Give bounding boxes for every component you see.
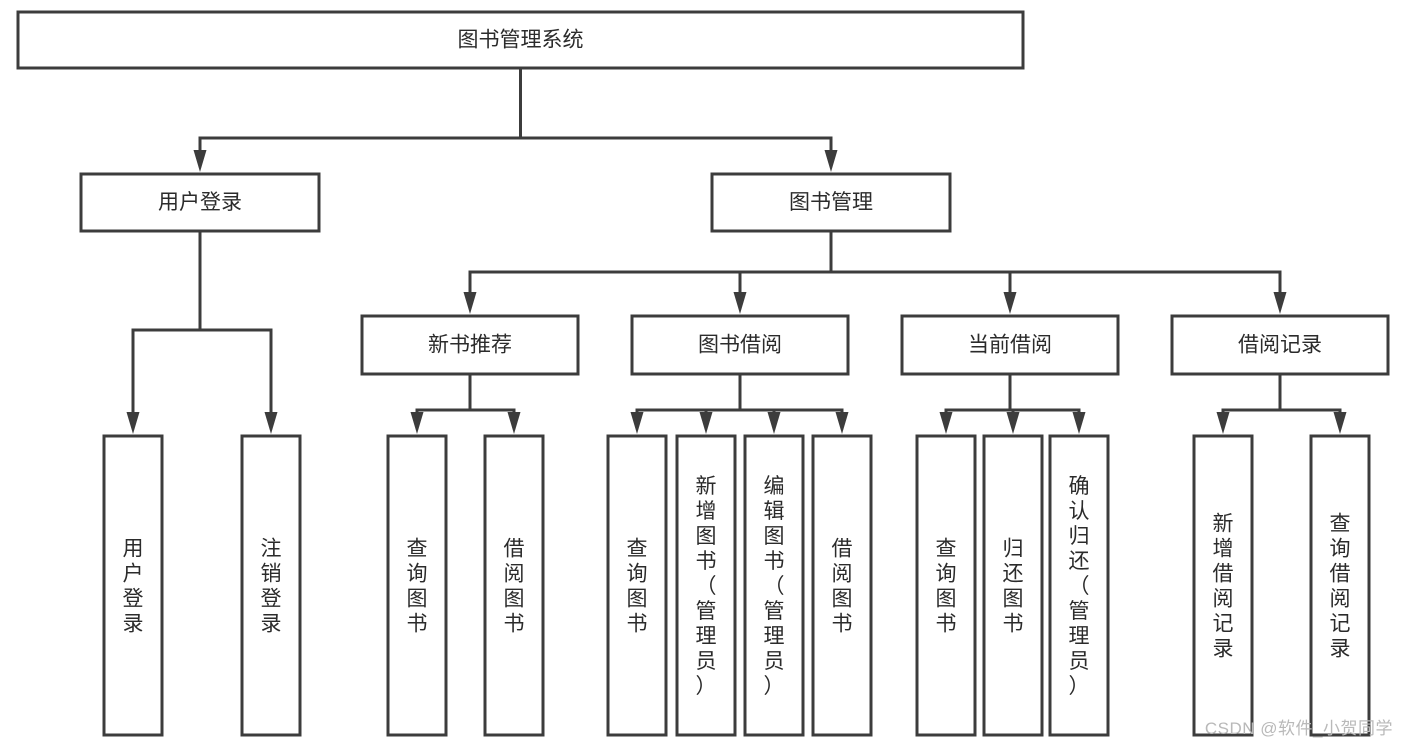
nodes-layer: 图书管理系统用户登录图书管理新书推荐图书借阅当前借阅借阅记录用户登录注销登录查询…: [16, 10, 1390, 737]
arrow-head: [1003, 292, 1017, 314]
node-label: 借阅图书: [832, 538, 853, 636]
node-box[interactable]: [1170, 314, 1390, 376]
node-label: 用户登录: [123, 538, 144, 636]
node-label: 查询图书: [627, 538, 648, 636]
leaf-node[interactable]: 新增借阅记录: [1192, 434, 1254, 737]
node-label: 借阅图书: [504, 538, 525, 636]
node-label: 当前借阅: [968, 334, 1052, 357]
node-box[interactable]: [483, 434, 545, 737]
arrow-head: [1216, 412, 1230, 434]
node-box[interactable]: [102, 434, 164, 737]
node-label: 图书管理系统: [458, 29, 584, 52]
node-label: 确认归还（管理员）: [1069, 475, 1090, 698]
node-box[interactable]: [675, 434, 737, 737]
level3-node[interactable]: 新书推荐: [360, 314, 580, 376]
leaf-node[interactable]: 借阅图书: [483, 434, 545, 737]
node-box[interactable]: [606, 434, 668, 737]
node-box[interactable]: [982, 434, 1044, 737]
node-box[interactable]: [630, 314, 850, 376]
level2-node[interactable]: 图书管理: [710, 172, 952, 233]
node-box[interactable]: [16, 10, 1025, 70]
leaf-node[interactable]: 查询借阅记录: [1309, 434, 1371, 737]
node-label: 用户登录: [158, 191, 242, 214]
arrow-head: [835, 412, 849, 434]
arrow-head: [126, 412, 140, 434]
arrow-head: [733, 292, 747, 314]
node-label: 编辑图书（管理员）: [764, 475, 785, 698]
node-label: 图书管理: [789, 191, 873, 214]
node-label: 查询借阅记录: [1330, 513, 1351, 661]
arrow-head: [699, 412, 713, 434]
leaf-node[interactable]: 新增图书（管理员）: [675, 434, 737, 737]
arrow-head: [1333, 412, 1347, 434]
node-box[interactable]: [915, 434, 977, 737]
arrow-head: [1273, 292, 1287, 314]
leaf-node[interactable]: 注销登录: [240, 434, 302, 737]
leaf-node[interactable]: 归还图书: [982, 434, 1044, 737]
arrow-head: [463, 292, 477, 314]
connectors-layer: [126, 66, 1347, 434]
node-label: 新增图书（管理员）: [696, 475, 717, 698]
node-label: 新增借阅记录: [1213, 513, 1234, 661]
node-box[interactable]: [710, 172, 952, 233]
node-label: 查询图书: [407, 538, 428, 636]
arrow-head: [630, 412, 644, 434]
arrow-head: [507, 412, 521, 434]
leaf-node[interactable]: 查询图书: [386, 434, 448, 737]
node-label: 图书借阅: [698, 334, 782, 357]
level3-node[interactable]: 借阅记录: [1170, 314, 1390, 376]
leaf-node[interactable]: 查询图书: [915, 434, 977, 737]
arrow-head: [824, 150, 838, 172]
csdn-watermark: CSDN @软件_小贺同学: [1204, 719, 1393, 738]
root-node-book-management-system[interactable]: 图书管理系统: [16, 10, 1025, 70]
node-box[interactable]: [360, 314, 580, 376]
arrow-head: [193, 150, 207, 172]
node-label: 借阅记录: [1238, 334, 1322, 357]
node-label: 查询图书: [936, 538, 957, 636]
arrow-head: [410, 412, 424, 434]
arrow-head: [1072, 412, 1086, 434]
leaf-node[interactable]: 编辑图书（管理员）: [743, 434, 805, 737]
arrow-head: [939, 412, 953, 434]
node-label: 归还图书: [1003, 538, 1024, 636]
leaf-node[interactable]: 借阅图书: [811, 434, 873, 737]
level2-node[interactable]: 用户登录: [79, 172, 321, 233]
level3-node[interactable]: 当前借阅: [900, 314, 1120, 376]
arrow-head: [1006, 412, 1020, 434]
node-box[interactable]: [1048, 434, 1110, 737]
node-box[interactable]: [1309, 434, 1371, 737]
node-box[interactable]: [386, 434, 448, 737]
node-box[interactable]: [240, 434, 302, 737]
arrow-head: [264, 412, 278, 434]
node-label: 新书推荐: [428, 334, 512, 357]
leaf-node[interactable]: 确认归还（管理员）: [1048, 434, 1110, 737]
node-box[interactable]: [1192, 434, 1254, 737]
node-label: 注销登录: [261, 538, 282, 636]
leaf-node[interactable]: 用户登录: [102, 434, 164, 737]
node-box[interactable]: [743, 434, 805, 737]
node-box[interactable]: [811, 434, 873, 737]
level3-node[interactable]: 图书借阅: [630, 314, 850, 376]
leaf-node[interactable]: 查询图书: [606, 434, 668, 737]
arrow-head: [767, 412, 781, 434]
node-box[interactable]: [900, 314, 1120, 376]
node-box[interactable]: [79, 172, 321, 233]
